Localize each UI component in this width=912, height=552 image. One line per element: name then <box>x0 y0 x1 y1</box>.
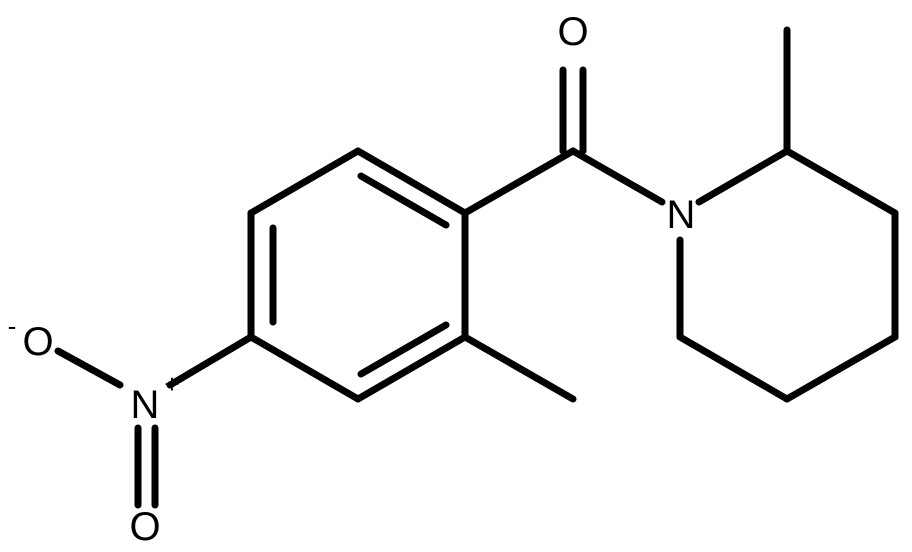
nitro-oxygen-anion-label: O <box>22 320 53 364</box>
bond-ring-c4-c5 <box>247 333 362 403</box>
piperidine-ring <box>676 147 899 403</box>
bond-c5-c6 <box>676 333 791 403</box>
nitro-oxygen-double-label: O <box>129 505 160 549</box>
nitro-oxygen-anion-charge: - <box>8 311 17 341</box>
bond-ring-c5-c6 <box>354 333 469 403</box>
bond-c2-c3 <box>783 147 899 217</box>
bond-c4-c5 <box>783 333 899 403</box>
benzene-ring <box>247 147 469 403</box>
bond-ring-nitro <box>166 333 255 389</box>
piperidine-nitrogen-label: N <box>667 193 696 237</box>
bond-ring-carbonyl <box>461 147 577 217</box>
bond-ring-c1-c2 <box>354 147 469 217</box>
bond-ring-inner-c5-c6 <box>357 321 450 378</box>
bond-n-c2 <box>695 147 791 206</box>
nitro-nitrogen-label: N <box>131 383 160 427</box>
bond-nitro-o-single <box>54 347 124 389</box>
carbonyl-oxygen-label: O <box>557 10 588 54</box>
bond-ring-inner-c1-c2 <box>357 172 450 229</box>
bond-ring-methyl <box>461 333 577 403</box>
bond-ring-c2-c3 <box>247 147 362 217</box>
bond-carbonyl-n <box>569 147 666 206</box>
nitro-nitrogen-charge: + <box>164 369 179 399</box>
